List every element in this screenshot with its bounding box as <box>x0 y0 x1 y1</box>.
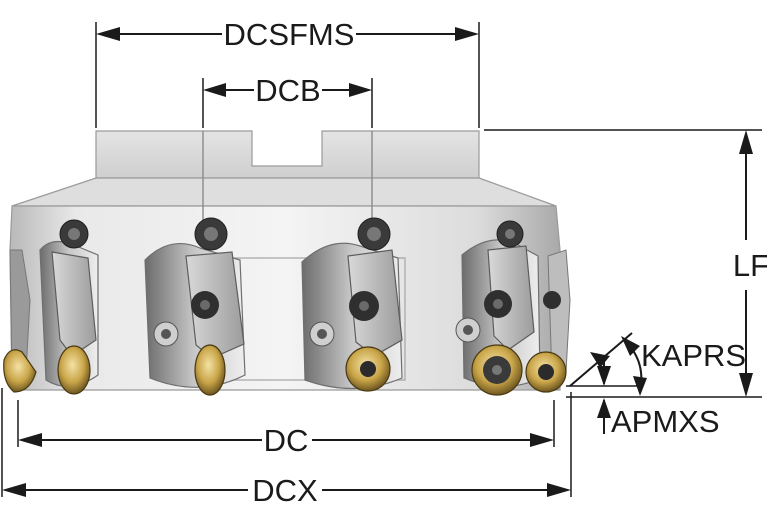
round-insert-icon <box>525 351 567 393</box>
seat-1 <box>51 251 97 357</box>
round-insert-icon <box>194 344 226 396</box>
torx-screw-icon <box>496 220 524 248</box>
torx-screw-icon <box>194 217 228 251</box>
dimension-kaprs: KAPRS <box>569 332 746 396</box>
apmxs-label: APMXS <box>611 404 720 439</box>
torx-screw-icon <box>59 219 89 249</box>
screws <box>59 217 561 347</box>
dimension-dcsfms: DCSFMS <box>96 17 479 52</box>
torx-screw-icon <box>357 217 391 251</box>
clamp-screw-icon <box>349 291 379 321</box>
round-insert-icon <box>57 345 91 395</box>
round-insert-icon <box>471 344 523 396</box>
dimension-dc: DC <box>18 423 554 458</box>
kaprs-label: KAPRS <box>641 338 746 373</box>
dcsfms-label: DCSFMS <box>224 17 355 52</box>
dcb-label: DCB <box>255 73 320 108</box>
clamp-screw-icon <box>543 291 561 309</box>
seat-4 <box>487 245 535 351</box>
dcx-label: DCX <box>252 473 318 508</box>
clamp-screw-icon <box>191 291 219 319</box>
clamp-screw-icon <box>484 290 512 318</box>
round-insert-icon <box>3 349 37 393</box>
dc-label: DC <box>264 423 309 458</box>
pocket-screw-icon <box>153 321 179 347</box>
extension-lines <box>1 22 762 497</box>
dimension-dcx: DCX <box>2 473 571 508</box>
round-inserts <box>3 344 567 396</box>
round-insert-icon <box>345 346 391 392</box>
dimension-dcb: DCB <box>203 73 372 108</box>
cone-transition <box>11 177 557 207</box>
lf-label: LF <box>733 248 767 283</box>
pocket-screw-icon <box>455 317 481 343</box>
dimension-lf: LF <box>733 130 767 397</box>
shank <box>95 130 480 179</box>
dimension-apmxs: APMXS <box>597 398 720 439</box>
pocket-screw-icon <box>309 321 335 347</box>
